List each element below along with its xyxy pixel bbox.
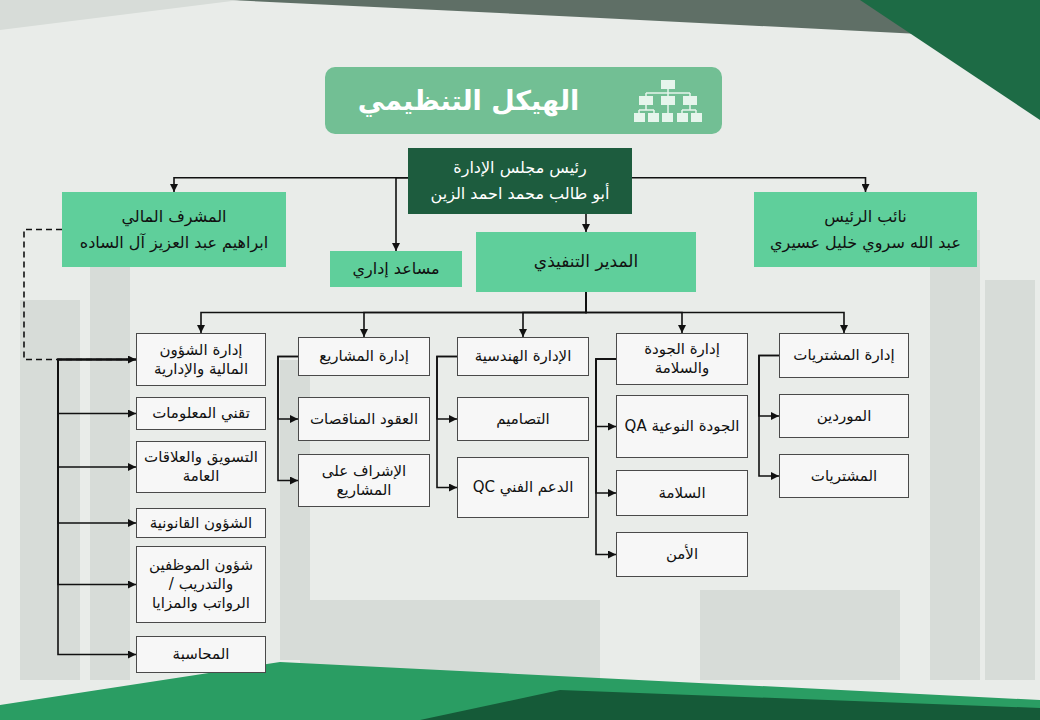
box-label: إدارة المشاريع (319, 347, 409, 366)
connector-arrow (596, 359, 616, 427)
box-label: الأمن (666, 545, 698, 564)
title: الهيكل التنظيمي (358, 85, 580, 116)
box-label: نائب الرئيس (824, 207, 906, 227)
connector-arrow (58, 360, 136, 585)
department-box: إدارة المشتريات (779, 333, 909, 378)
box-label: الدعم الفني QC (473, 478, 574, 497)
box-label: التصاميم (496, 410, 549, 429)
connector-arrow (174, 178, 408, 192)
department-box: الجودة النوعية QA (616, 395, 748, 458)
department-box: التسويق والعلاقات العامة (136, 441, 266, 493)
role-box: المدير التنفيذي (476, 232, 696, 292)
department-box: الأمن (616, 532, 748, 577)
box-label: ابراهيم عبد العزيز آل الساده (80, 233, 268, 253)
box-label: السلامة (658, 484, 705, 503)
box-label: عبد الله سروي خليل عسيري (770, 233, 961, 253)
title-box: الهيكل التنظيمي (325, 67, 722, 134)
role-box: نائب الرئيس عبد الله سروي خليل عسيري (754, 192, 977, 267)
department-box: شؤون الموظفين والتدريب / الرواتب والمزاي… (136, 546, 266, 623)
connector-arrow (58, 360, 136, 468)
box-label: إدارة المشتريات (793, 346, 894, 365)
department-box: إدارة الجودة والسلامة (616, 333, 748, 385)
corner-light (0, 0, 240, 30)
box-label: أبو طالب محمد احمد الزين (431, 184, 610, 204)
connector-arrow (58, 360, 136, 524)
org-icon (634, 80, 702, 122)
box-label: الإشراف على المشاريع (305, 462, 423, 500)
box-label: الموردين (817, 407, 872, 426)
connector-arrow (201, 292, 586, 333)
department-box: إدارة الشؤون المالية والإدارية (136, 333, 266, 386)
connector-arrow (278, 357, 298, 420)
city-buildings (20, 230, 1035, 680)
connector-arrow (759, 356, 779, 417)
connector-arrow (523, 292, 586, 337)
role-box: المشرف المالي ابراهيم عبد العزيز آل الساد… (62, 192, 286, 267)
department-box: التصاميم (457, 397, 589, 441)
department-box: الإشراف على المشاريع (298, 454, 430, 507)
connector-arrow (364, 292, 586, 337)
connector-arrow (437, 357, 457, 420)
department-box: الشؤون القانونية (136, 508, 266, 538)
bottom-band-dark (420, 690, 1040, 720)
connector-arrow (58, 360, 136, 655)
box-label: الإدارة الهندسية (475, 347, 572, 366)
box-label: الجودة النوعية QA (625, 417, 740, 436)
department-box: الإدارة الهندسية (457, 337, 589, 376)
box-label: الشؤون القانونية (150, 514, 252, 533)
department-box: تقني المعلومات (136, 397, 266, 430)
connector-arrow (596, 359, 616, 555)
box-label: رئيس مجلس الإدارة (453, 158, 586, 178)
connector-arrow (437, 357, 457, 488)
department-box: المحاسبة (136, 636, 266, 673)
role-box: مساعد إداري (330, 251, 462, 287)
box-label: المدير التنفيذي (534, 251, 638, 272)
connector-arrow (586, 292, 682, 333)
department-box: العقود المناقصات (298, 397, 430, 441)
connector-arrow (58, 360, 136, 414)
box-label: المحاسبة (173, 645, 230, 664)
connector-arrow (596, 359, 616, 493)
box-label: العقود المناقصات (310, 410, 418, 429)
department-box: المشتريات (779, 454, 909, 498)
department-box: السلامة (616, 470, 748, 516)
box-label: المشرف المالي (122, 207, 227, 227)
department-box: الموردين (779, 394, 909, 438)
box-label: المشتريات (811, 467, 877, 486)
connector-arrow (278, 357, 298, 481)
department-box: الدعم الفني QC (457, 457, 589, 518)
connector-arrow (586, 292, 844, 333)
department-box: إدارة المشاريع (298, 337, 430, 376)
connector-arrow (585, 214, 587, 232)
box-label: إدارة الجودة والسلامة (623, 340, 741, 378)
connector-arrow (759, 356, 779, 477)
box-label: شؤون الموظفين والتدريب / الرواتب والمزاي… (143, 556, 259, 612)
box-label: إدارة الشؤون المالية والإدارية (143, 341, 259, 379)
connector-arrow (632, 178, 866, 192)
corner-band (860, 0, 1040, 120)
box-label: تقني المعلومات (152, 404, 250, 423)
role-box: رئيس مجلس الإدارة أبو طالب محمد احمد الزي… (408, 148, 632, 214)
connector-arrow (396, 178, 408, 251)
box-label: التسويق والعلاقات العامة (143, 448, 259, 486)
box-label: مساعد إداري (353, 259, 440, 279)
